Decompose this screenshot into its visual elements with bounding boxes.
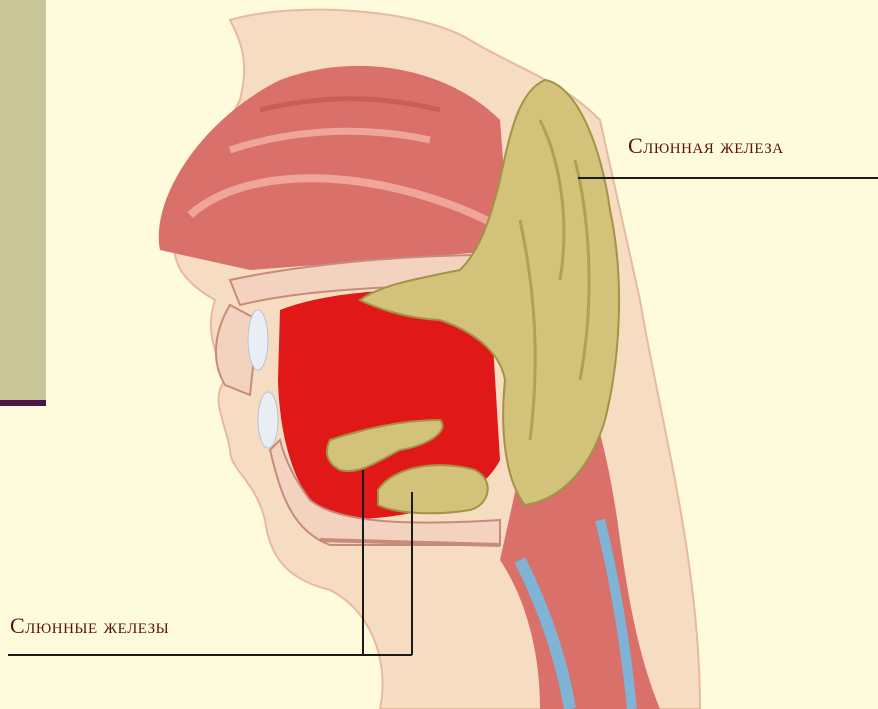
nasal-cavity bbox=[159, 66, 510, 270]
lower-tooth bbox=[258, 392, 278, 448]
label-salivary-gland: Слюнная железа bbox=[628, 133, 784, 159]
label-salivary-glands: Слюнные железы bbox=[10, 613, 169, 639]
upper-tooth bbox=[248, 310, 268, 370]
